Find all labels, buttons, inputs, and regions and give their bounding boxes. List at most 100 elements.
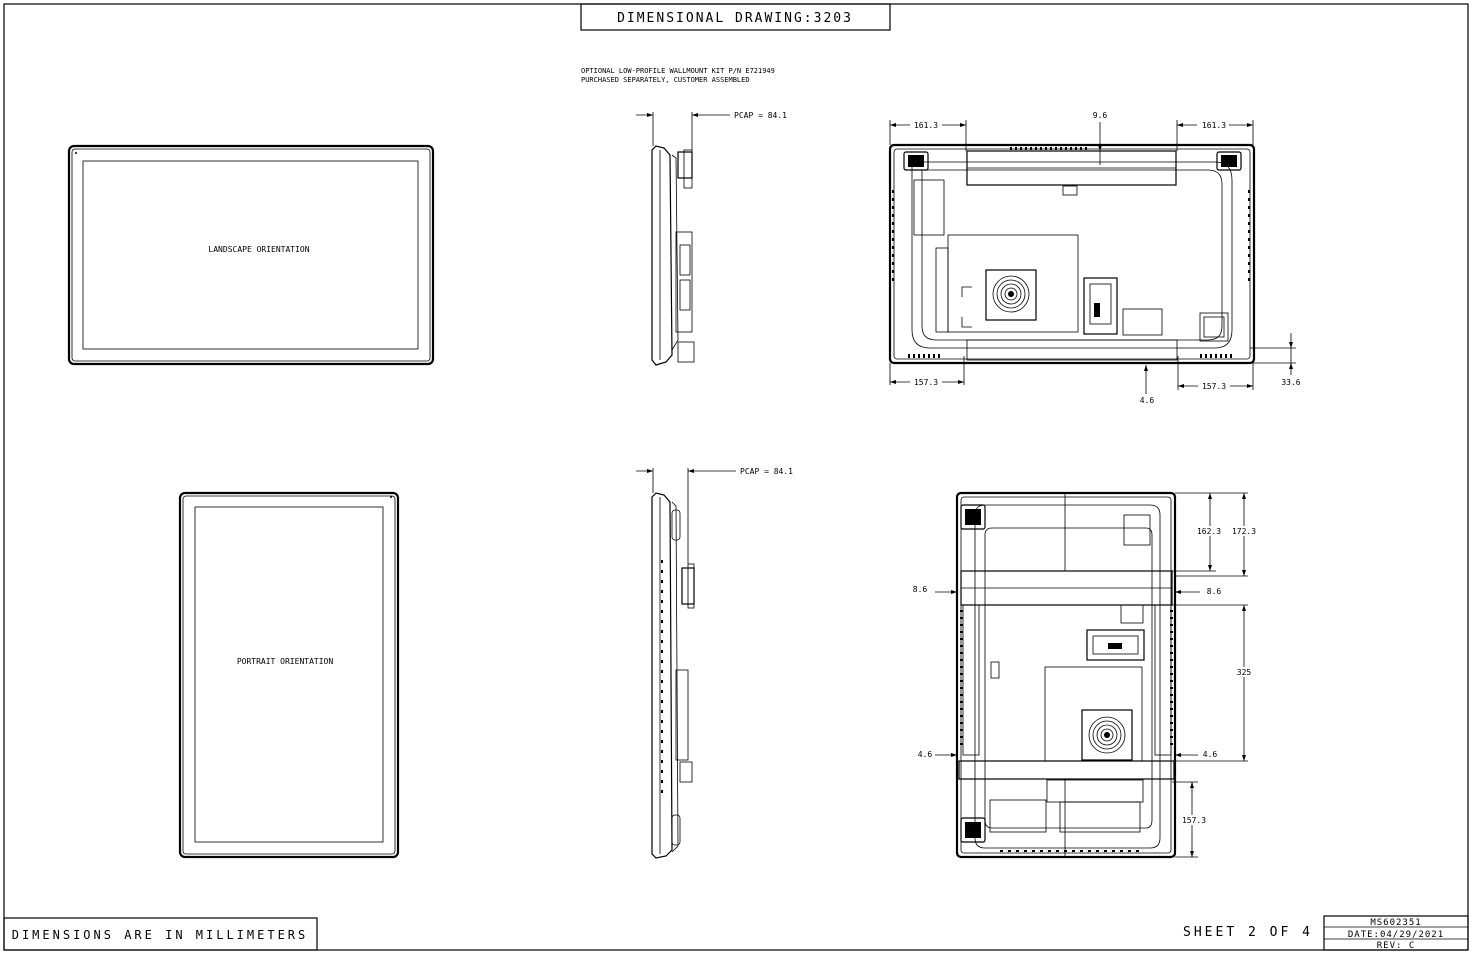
wallmount-note-line1: OPTIONAL LOW-PROFILE WALLMOUNT KIT P/N E… <box>581 67 775 75</box>
vent-slot <box>1048 850 1051 852</box>
vent-slot <box>1070 147 1072 150</box>
vent-slot <box>661 710 663 713</box>
dim-top-center: 9.6 <box>1093 111 1108 120</box>
vent-slot <box>1225 354 1227 358</box>
vent-slot <box>1220 354 1222 358</box>
vent-slot <box>1075 147 1077 150</box>
vent-slot <box>960 715 963 717</box>
vent-slot <box>892 190 894 193</box>
document-revision: REV: C <box>1377 941 1416 951</box>
sheet-number: SHEET 2 OF 4 <box>1183 925 1313 940</box>
vent-slot <box>1205 354 1207 358</box>
vent-slot <box>1200 354 1202 358</box>
vent-slot <box>923 354 925 358</box>
dim-bottom-center: 4.6 <box>1140 396 1155 405</box>
pcap-depth-top: PCAP = 84.1 <box>734 111 787 120</box>
vent-slot <box>960 638 963 640</box>
vent-slot <box>913 354 915 358</box>
vent-slot <box>1080 147 1082 150</box>
side-view-top: PCAP = 84.1 <box>636 111 787 366</box>
portrait-rear-view: 162.3 172.3 8.6 8.6 325 4.6 4.6 157.3 <box>913 491 1258 859</box>
document-date: DATE:04/29/2021 <box>1348 930 1444 940</box>
vent-slot <box>661 790 663 793</box>
vent-slot <box>1120 850 1123 852</box>
drawing-title: DIMENSIONAL DRAWING:3203 <box>617 11 853 26</box>
vent-slot <box>960 687 963 689</box>
vent-slot <box>892 246 894 249</box>
vent-slot <box>960 673 963 675</box>
vent-slot <box>1170 694 1173 696</box>
vent-slot <box>661 720 663 723</box>
wallmount-note-line2: PURCHASED SEPARATELY, CUSTOMER ASSEMBLED <box>581 76 750 84</box>
vent-slot <box>661 690 663 693</box>
vent-slot <box>1015 147 1017 150</box>
vent-slot <box>960 736 963 738</box>
vent-slot <box>1170 680 1173 682</box>
vent-slot <box>933 354 935 358</box>
vent-slot <box>938 354 940 358</box>
dim-top-left: 161.3 <box>914 121 938 130</box>
vent-slot <box>892 206 894 209</box>
title-block: DIMENSIONAL DRAWING:3203 <box>580 3 891 31</box>
vent-slot <box>1210 354 1212 358</box>
vent-slot <box>661 670 663 673</box>
vent-slot <box>960 701 963 703</box>
vent-slot <box>1170 729 1173 731</box>
vent-slot <box>661 640 663 643</box>
vent-slot <box>892 238 894 241</box>
vent-slot <box>1248 214 1250 217</box>
vent-slot <box>661 760 663 763</box>
vent-slot <box>1170 715 1173 717</box>
vent-slot <box>1248 238 1250 241</box>
vent-slot <box>918 354 920 358</box>
pcap-depth-bottom: PCAP = 84.1 <box>740 467 793 476</box>
vent-slot <box>1170 708 1173 710</box>
dim-portrait-left-lower: 4.6 <box>918 750 933 759</box>
vent-slot <box>661 610 663 613</box>
dim-bottom-left: 157.3 <box>914 378 938 387</box>
vent-slot <box>1065 147 1067 150</box>
vent-slot <box>1040 850 1043 852</box>
vent-slot <box>960 659 963 661</box>
vent-slot <box>1104 850 1107 852</box>
vent-slot <box>1170 701 1173 703</box>
footer: DIMENSIONS ARE IN MILLIMETERS SHEET 2 OF… <box>3 915 1469 951</box>
vent-slot <box>1170 687 1173 689</box>
vent-slot <box>1000 850 1003 852</box>
portrait-front-view: PORTRAIT ORIENTATION <box>178 491 400 859</box>
vent-slot <box>1170 638 1173 640</box>
vent-slot <box>1010 147 1012 150</box>
vent-slot <box>1248 190 1250 193</box>
vent-slot <box>1024 850 1027 852</box>
vent-slot <box>1248 254 1250 257</box>
dim-bottom-right: 157.3 <box>1202 382 1226 391</box>
vent-slot <box>892 262 894 265</box>
vent-slot <box>661 560 663 563</box>
vent-slot <box>1170 659 1173 661</box>
portrait-orientation-label: PORTRAIT ORIENTATION <box>237 657 334 666</box>
vent-slot <box>892 222 894 225</box>
vent-slot <box>1096 850 1099 852</box>
vent-slot <box>1072 850 1075 852</box>
units-note: DIMENSIONS ARE IN MILLIMETERS <box>12 928 309 942</box>
vent-slot <box>1248 206 1250 209</box>
vent-slot <box>960 645 963 647</box>
vent-slot <box>1248 198 1250 201</box>
vent-slot <box>1030 147 1032 150</box>
vent-slot <box>1170 722 1173 724</box>
vent-slot <box>661 600 663 603</box>
landscape-orientation-label: LANDSCAPE ORIENTATION <box>208 245 309 254</box>
dim-portrait-right-bracket: 8.6 <box>1207 587 1222 596</box>
vent-slot <box>1128 850 1131 852</box>
side-view-bottom: PCAP = 84.1 <box>636 467 793 859</box>
vent-slot <box>1060 147 1062 150</box>
vent-slot <box>661 750 663 753</box>
vent-slot <box>661 660 663 663</box>
vent-slot <box>1136 850 1139 852</box>
vent-slot <box>1230 354 1232 358</box>
document-number: MS602351 <box>1370 918 1421 928</box>
vent-slot <box>960 694 963 696</box>
dim-portrait-bottom: 157.3 <box>1182 816 1206 825</box>
landscape-front-view: LANDSCAPE ORIENTATION <box>67 144 435 366</box>
vent-slot <box>661 650 663 653</box>
